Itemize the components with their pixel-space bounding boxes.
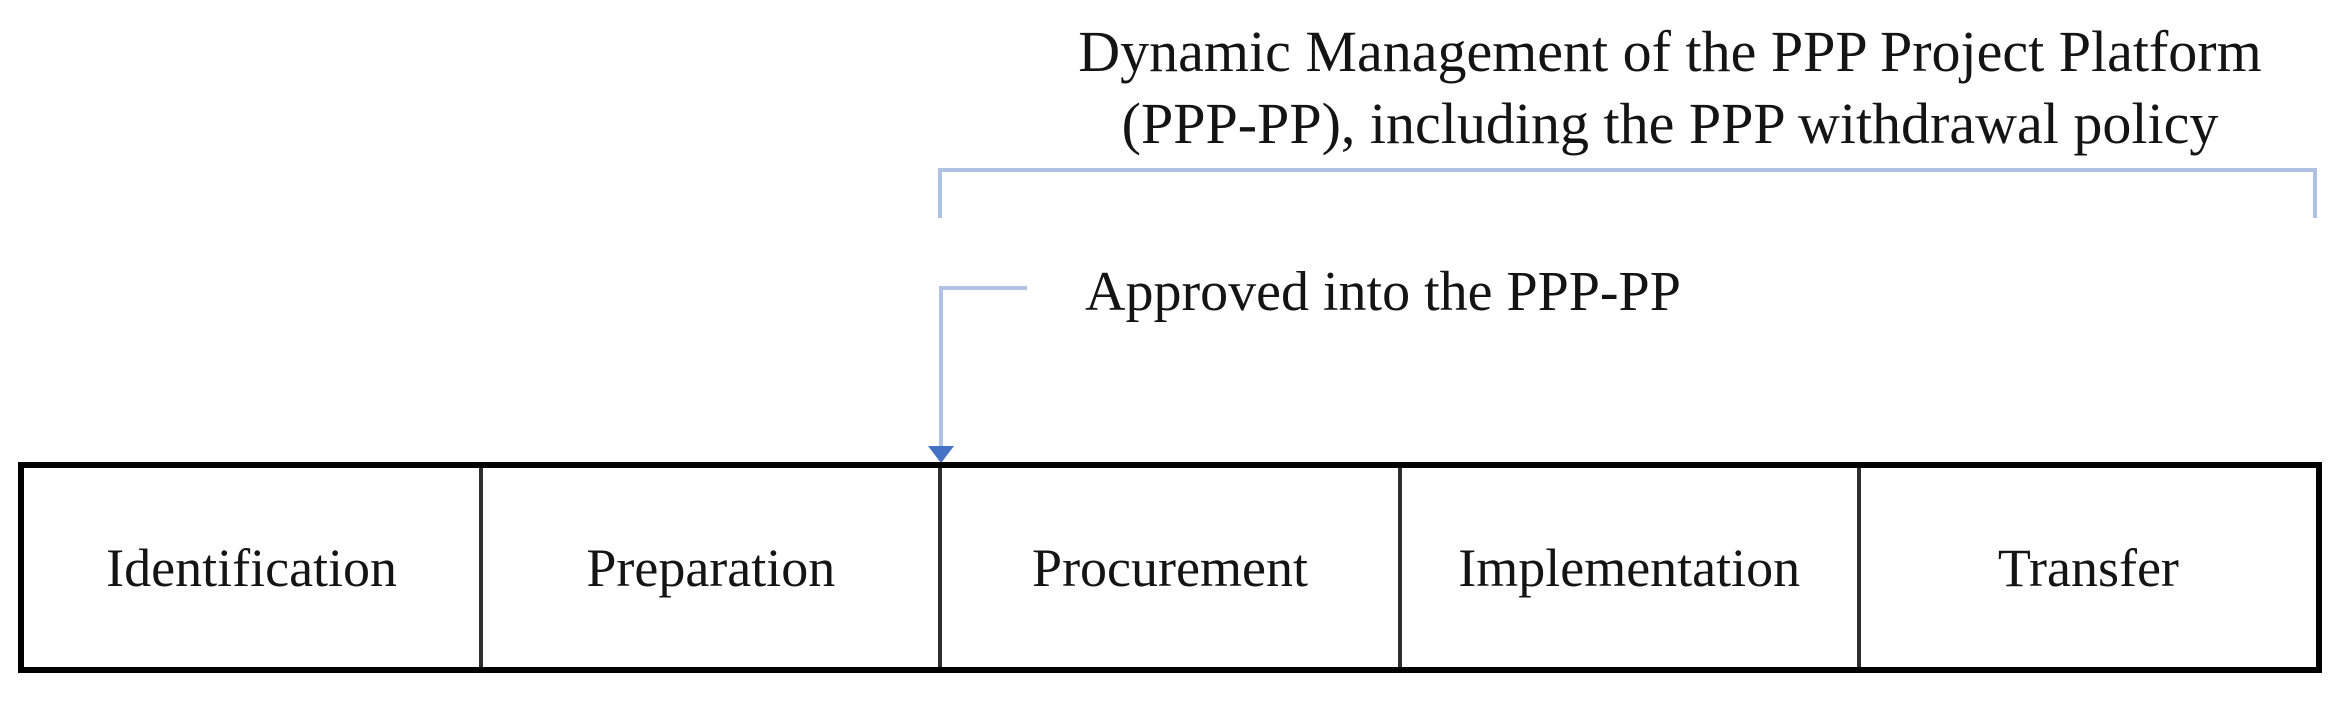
approved-connector-line [939, 286, 1027, 448]
stage-table: Identification Preparation Procurement I… [18, 462, 2322, 673]
stage-cell-transfer: Transfer [1856, 468, 2316, 667]
diagram-title-line-2: (PPP-PP), including the PPP withdrawal p… [1121, 91, 2219, 156]
stage-cell-procurement: Procurement [938, 468, 1397, 667]
management-scope-bracket [938, 168, 2317, 218]
stage-cell-implementation: Implementation [1397, 468, 1857, 667]
arrow-down-icon [928, 446, 954, 463]
stage-cell-identification: Identification [106, 537, 398, 598]
diagram-title: Dynamic Management of the PPP Project Pl… [1020, 16, 2320, 160]
diagram-title-line-1: Dynamic Management of the PPP Project Pl… [1078, 19, 2262, 84]
stage-cell-preparation: Preparation [479, 468, 938, 667]
approved-label: Approved into the PPP-PP [1085, 261, 1681, 323]
